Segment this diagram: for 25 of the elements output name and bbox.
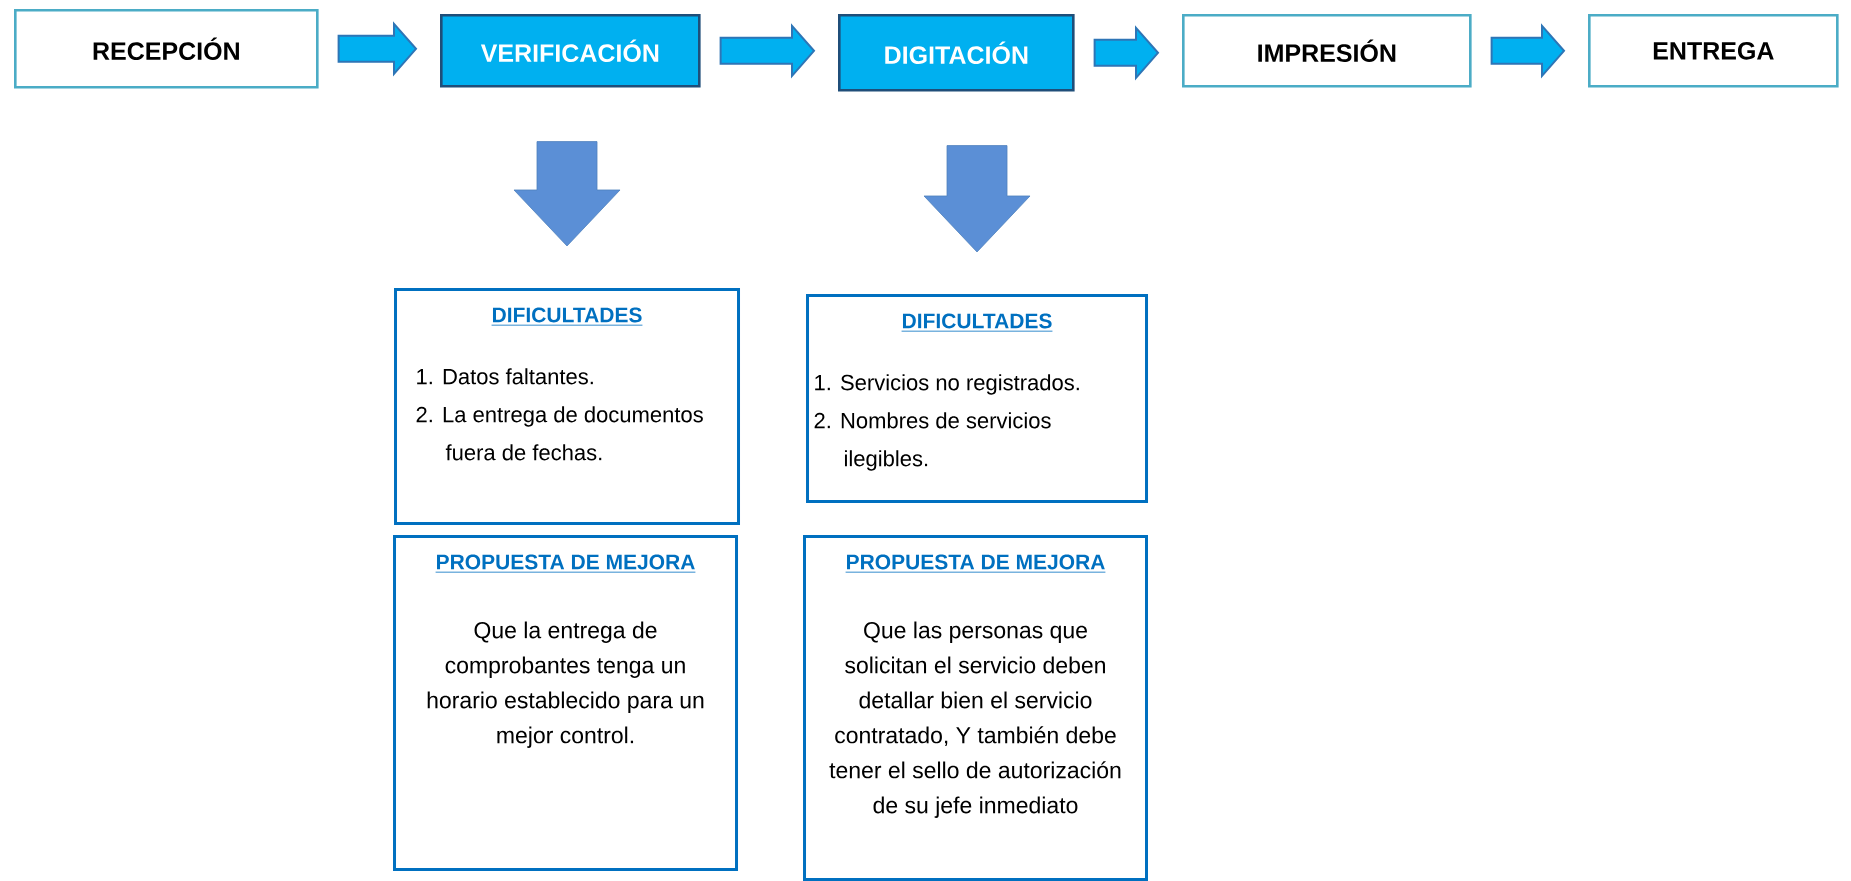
list-item: 2. Nombres de servicios ilegibles. [814, 412, 1051, 471]
list-item: 2. La entrega de documentos fuera de fechas. [416, 406, 703, 461]
list-item: 1. Servicios no registrados. [815, 374, 1079, 395]
proposal-box [393, 535, 738, 871]
list-item: 1. Datos faltantes. [417, 368, 593, 385]
step-box: ENTREGA [1588, 14, 1839, 88]
block-arrow [1490, 23, 1566, 79]
step-box: VERIFICACIÓN [440, 14, 701, 88]
proposal-text: Que las personas que solicitan el servicio deben detallar bien el servicio contratado, Y también debe tener el sello de autorización de su jefe inmediato [829, 621, 1121, 818]
difficulties-box [394, 288, 740, 525]
block-arrow [923, 145, 1031, 253]
box-heading: DIFICULTADES [901, 313, 1053, 332]
step-box: IMPRESIÓN [1182, 14, 1472, 88]
box-heading: DIFICULTADES [491, 307, 643, 326]
block-arrow [719, 23, 816, 79]
block-arrow [337, 21, 418, 77]
step-box: DIGITACIÓN [838, 14, 1075, 92]
block-arrow [1093, 25, 1160, 81]
box-heading: PROPUESTA DE MEJORA [435, 554, 696, 573]
block-arrow [513, 141, 621, 247]
difficulties-box [806, 294, 1148, 503]
proposal-text: Que la entrega de comprobantes tenga un horario establecido para un mejor control. [427, 621, 704, 748]
box-heading: PROPUESTA DE MEJORA [845, 554, 1106, 573]
proposal-box [803, 535, 1148, 881]
step-box: RECEPCIÓN [14, 9, 319, 89]
